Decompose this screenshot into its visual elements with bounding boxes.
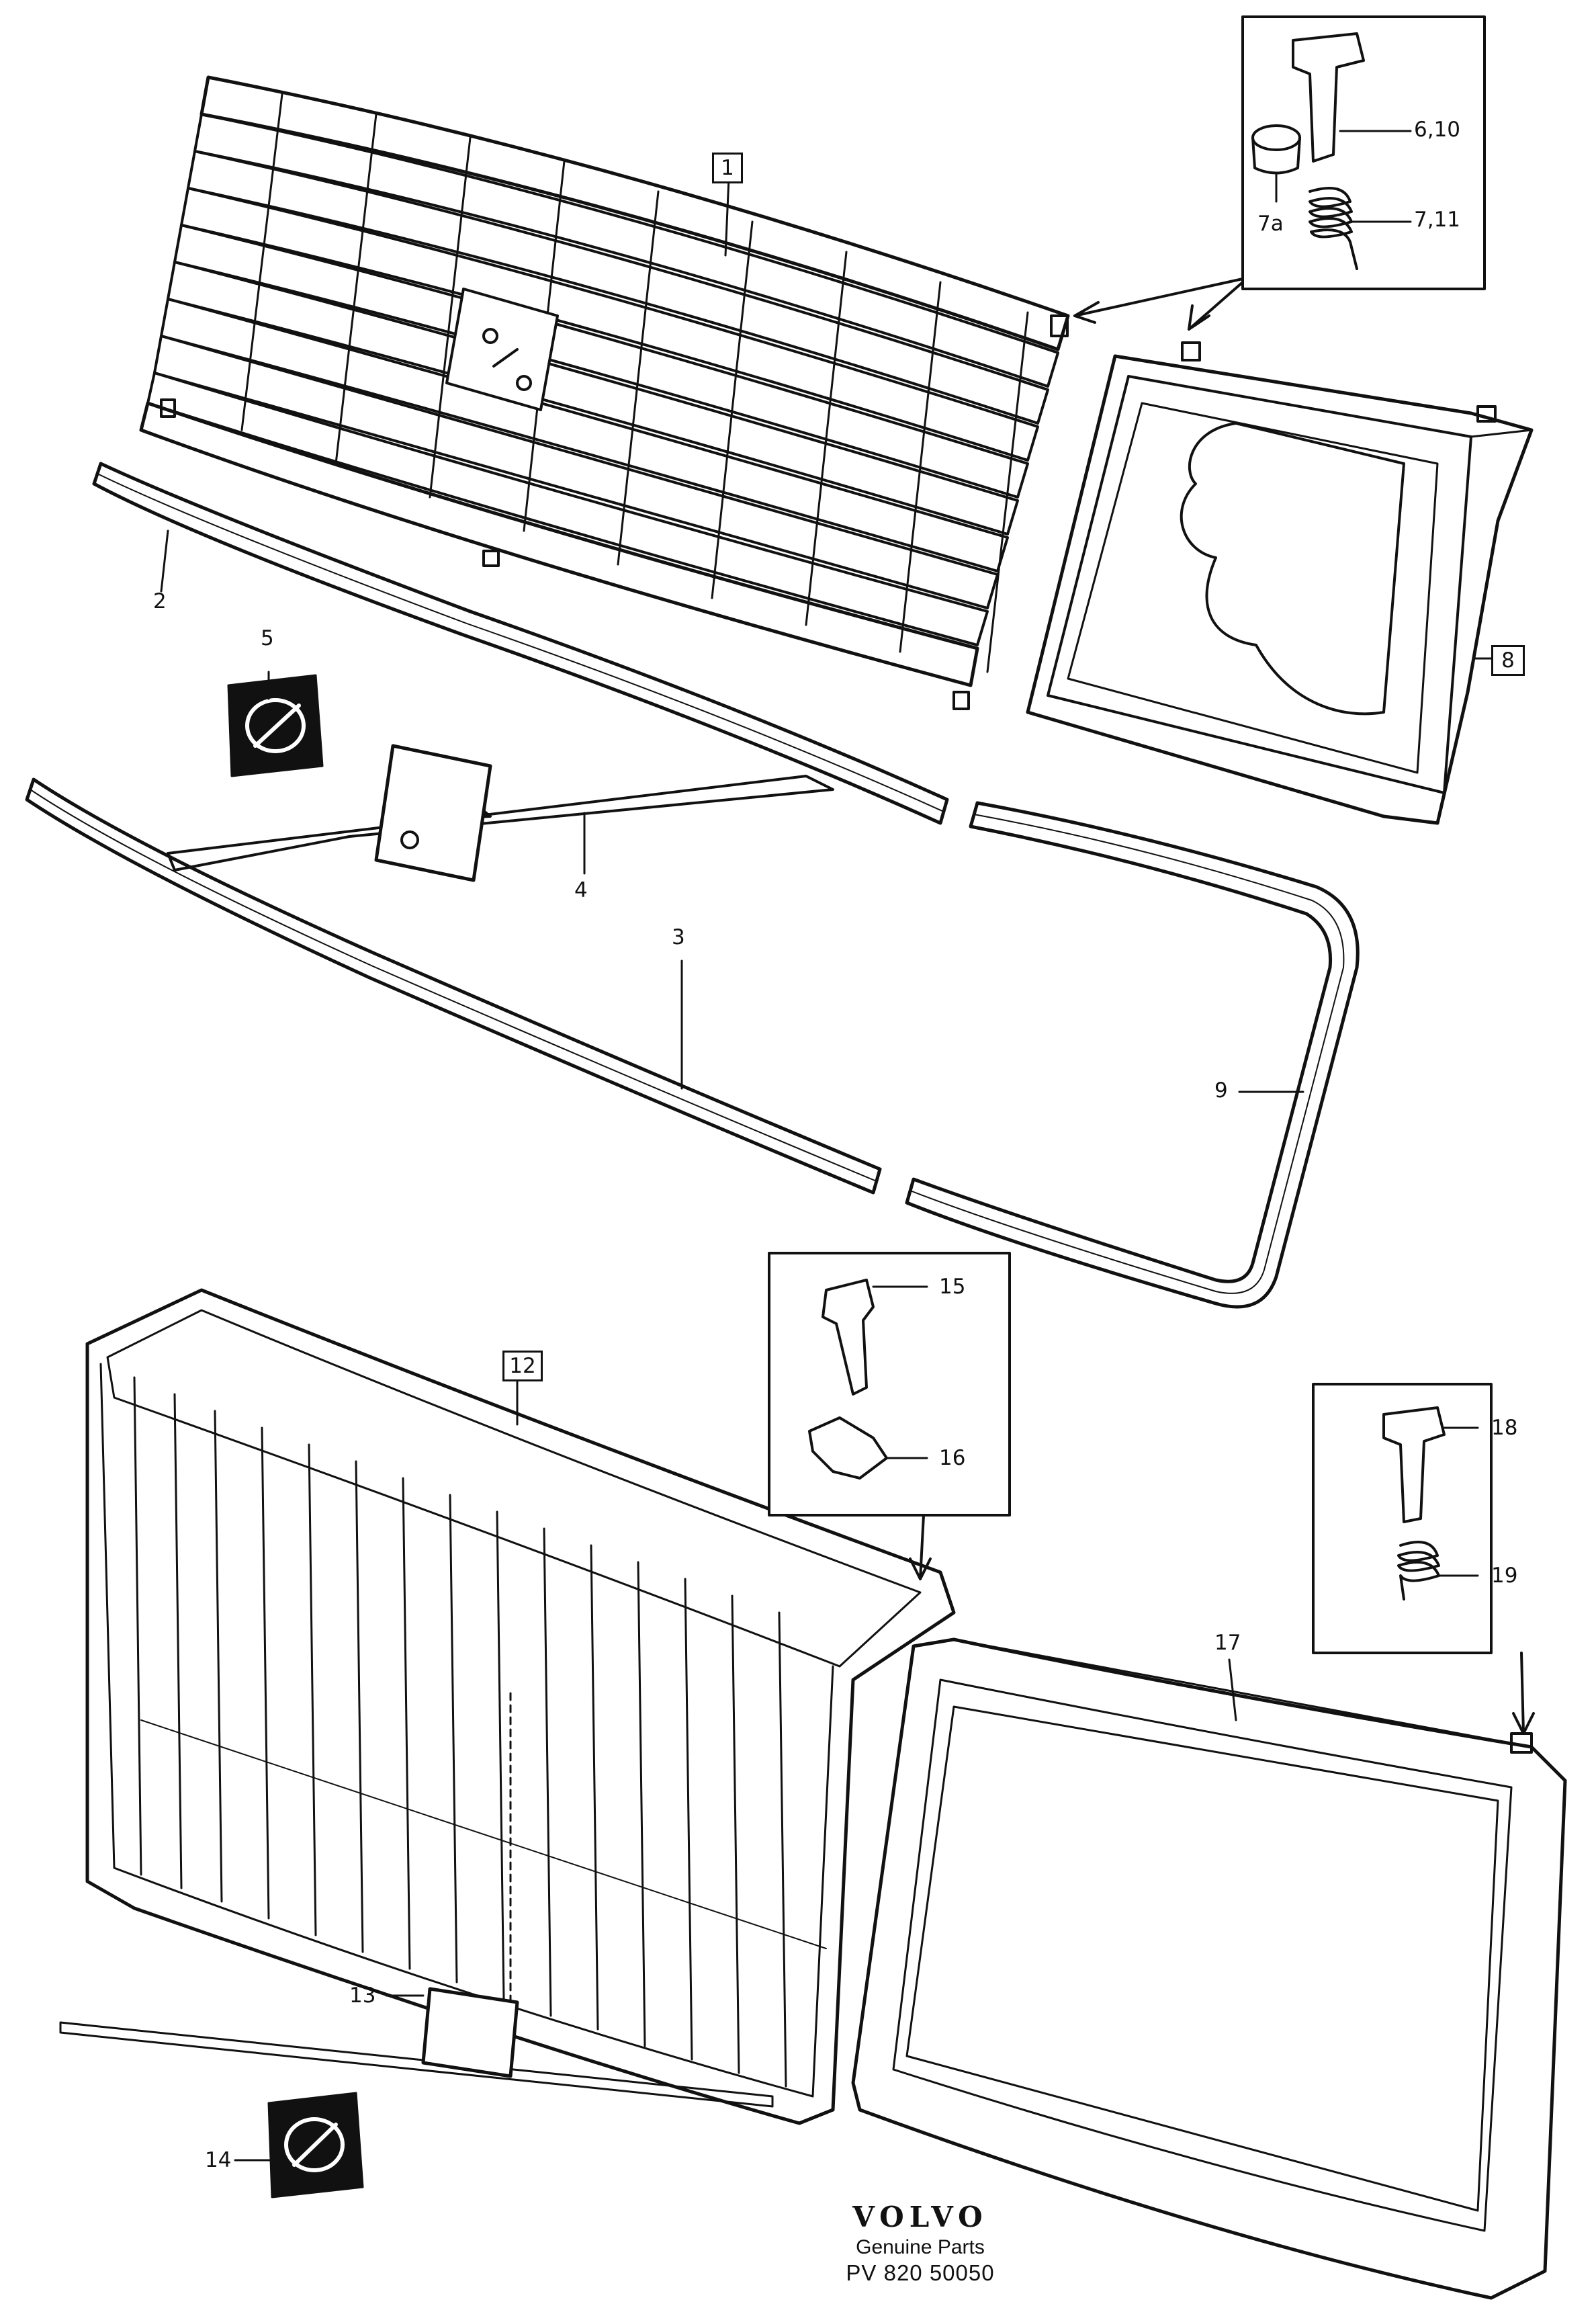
callout-2: 2 [153, 589, 167, 613]
callout-18: 18 [1491, 1416, 1518, 1440]
callout-9: 9 [1214, 1078, 1228, 1103]
upper-grille [139, 75, 1070, 710]
callout-5: 5 [261, 626, 274, 650]
callout-3: 3 [672, 925, 685, 949]
emblem-badge-14 [267, 2092, 364, 2198]
headlight-frame-lower [851, 1637, 1567, 2300]
callout-7a: 7a [1257, 212, 1284, 236]
callout-16: 16 [939, 1446, 966, 1470]
callout-1: 1 [712, 153, 743, 183]
headlight-trim-strip [905, 801, 1360, 1309]
callout-15: 15 [939, 1275, 966, 1299]
emblem-badge-5 [227, 674, 324, 777]
brand-block: VOLVO Genuine Parts PV 820 50050 [843, 2201, 998, 2286]
callout-12: 12 [502, 1351, 543, 1381]
callout-8: 8 [1491, 645, 1525, 676]
arrow-18-19 [1512, 1652, 1535, 1735]
arrow-to-grille [1073, 277, 1244, 317]
callout-7-11: 7,11 [1414, 208, 1461, 232]
inset-clip-18-19 [1312, 1383, 1493, 1654]
brand-name: VOLVO [852, 2201, 988, 2233]
inset-clip-15-16 [768, 1252, 1011, 1517]
callout-19: 19 [1491, 1564, 1518, 1588]
callout-4: 4 [574, 878, 588, 902]
trim-strip-upper [92, 462, 949, 825]
arrow-to-frame [1188, 281, 1244, 331]
callout-13: 13 [349, 1983, 376, 2008]
callout-6-10: 6,10 [1414, 118, 1461, 142]
inset-clip-spring [1241, 15, 1486, 290]
callout-17: 17 [1214, 1631, 1241, 1655]
leader-lines [160, 177, 1506, 2162]
callout-14: 14 [205, 2148, 232, 2172]
lower-grille [85, 1288, 956, 2125]
arrow-15-16 [909, 1514, 932, 1580]
trim-strip-lower [25, 777, 882, 1195]
headlight-frame-upper [1026, 341, 1534, 825]
lower-badge-bracket [59, 1987, 774, 2108]
badge-bracket [167, 744, 834, 882]
brand-subtitle: Genuine Parts [856, 2236, 985, 2258]
diagram-code: PV 820 50050 [846, 2260, 995, 2285]
